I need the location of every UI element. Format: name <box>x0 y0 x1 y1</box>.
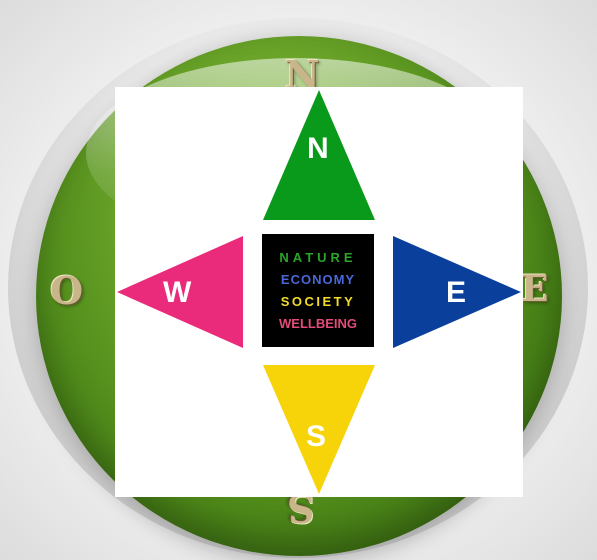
engraved-letter-west: O <box>50 268 83 313</box>
west-letter: W <box>163 278 191 308</box>
label-nature: NATURE <box>279 247 356 269</box>
label-society: SOCIETY <box>281 291 356 313</box>
label-economy: ECONOMY <box>281 269 355 291</box>
center-label-box: NATURE ECONOMY SOCIETY WELLBEING <box>262 234 374 347</box>
compass-card: N W E S NATURE ECONOMY SOCIETY WELLBEING <box>115 87 523 497</box>
east-letter: E <box>446 278 466 308</box>
south-letter: S <box>306 422 326 452</box>
north-letter: N <box>307 134 329 164</box>
label-wellbeing: WELLBEING <box>279 313 357 335</box>
engraved-letter-east: E <box>521 268 548 310</box>
